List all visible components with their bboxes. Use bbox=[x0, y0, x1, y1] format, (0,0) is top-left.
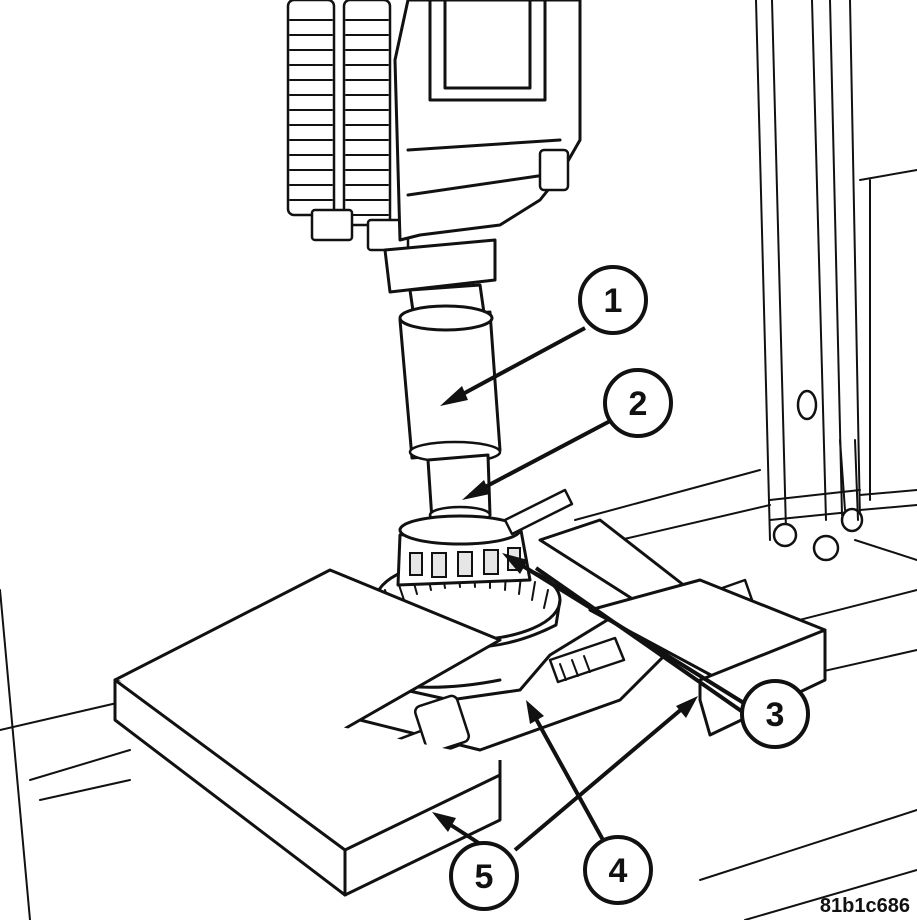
callout-leaders bbox=[432, 326, 749, 862]
callout-2-label: 2 bbox=[629, 385, 648, 423]
press-bed bbox=[0, 469, 917, 920]
figure-id: 81b1c686 bbox=[820, 895, 910, 917]
callout-3: 3 bbox=[740, 679, 810, 749]
callout-4: 4 bbox=[583, 835, 653, 905]
callout-4-label: 4 bbox=[609, 852, 628, 890]
press-frame bbox=[755, 0, 917, 562]
callout-1: 1 bbox=[578, 265, 648, 335]
callout-5-label: 5 bbox=[475, 858, 494, 896]
callout-2: 2 bbox=[603, 368, 673, 438]
callout-1-label: 1 bbox=[604, 282, 623, 320]
press-springs bbox=[286, 0, 410, 252]
press-head bbox=[286, 0, 582, 327]
callout-5: 5 bbox=[449, 841, 519, 911]
callout-3-label: 3 bbox=[766, 696, 785, 734]
